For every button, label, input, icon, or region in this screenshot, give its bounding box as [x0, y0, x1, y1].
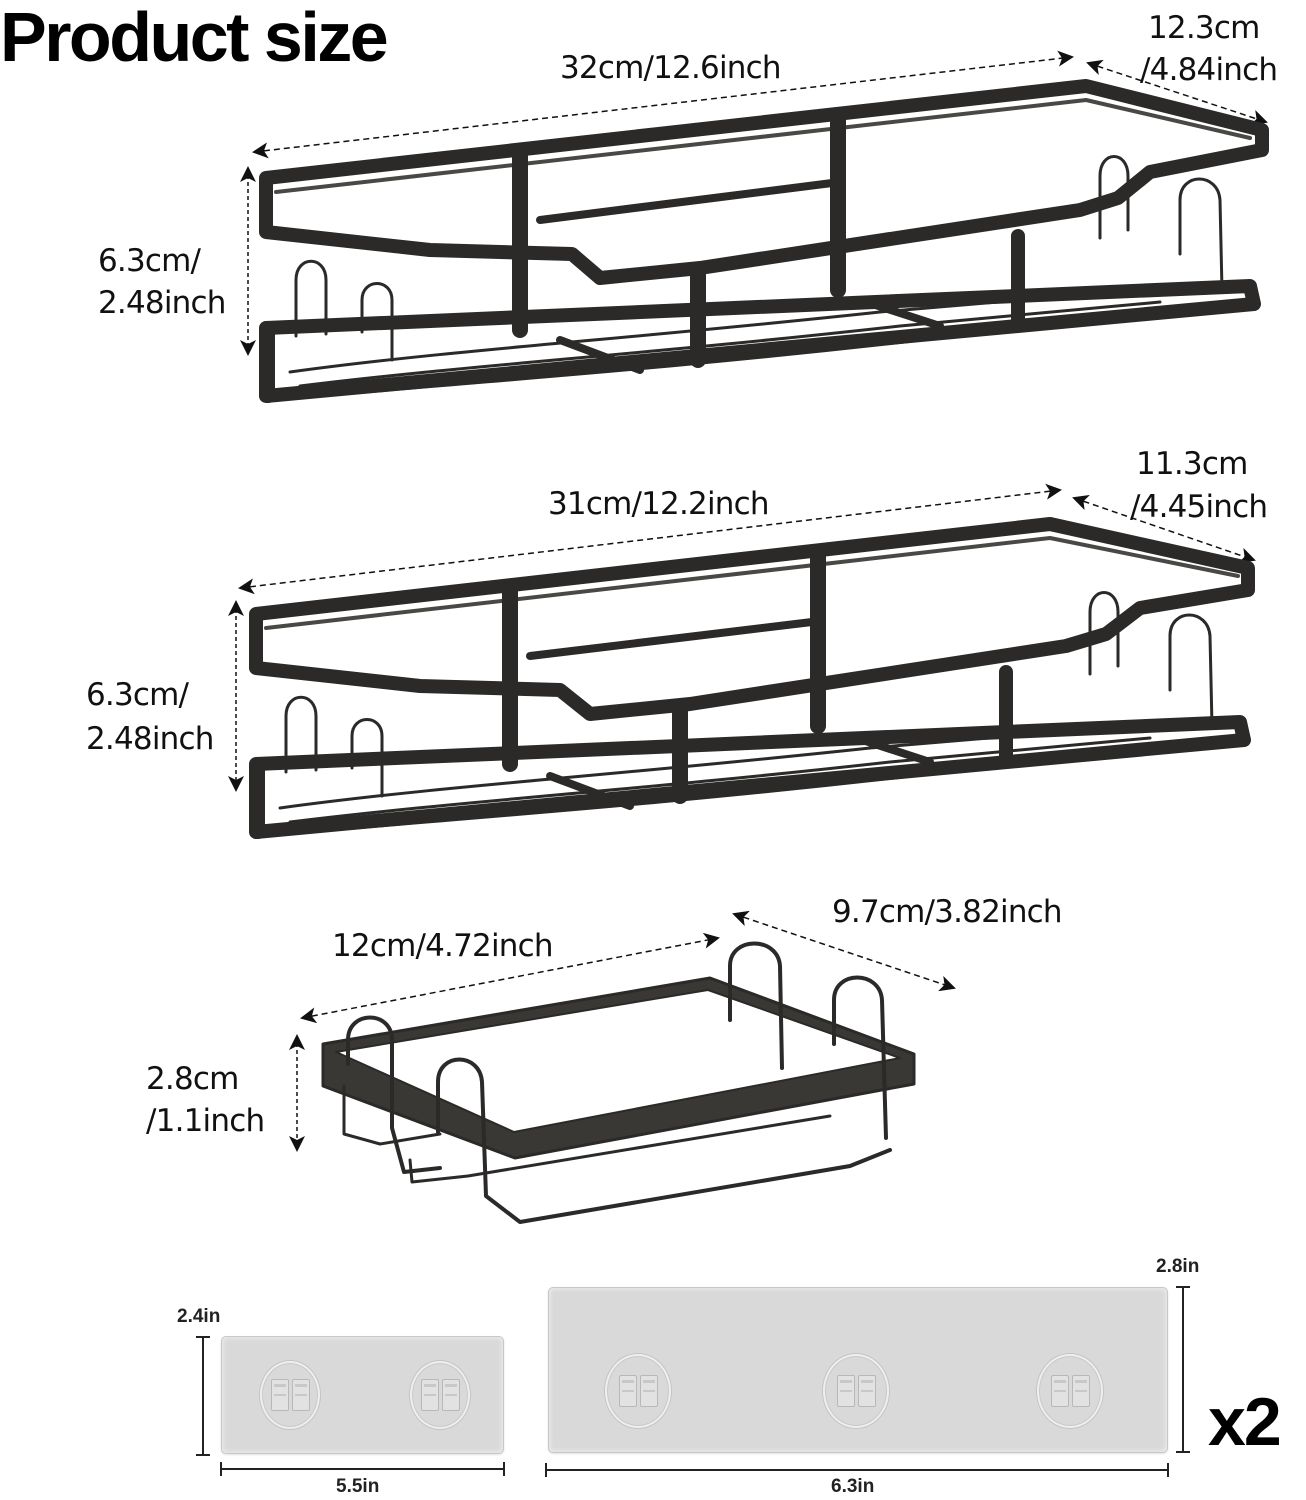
rack1-drawing	[259, 79, 1269, 403]
large-pad-height-label: 2.8in	[1156, 1256, 1200, 1277]
small-pad-width-label: 5.5in	[336, 1476, 380, 1497]
small-pad-width-line	[220, 1462, 505, 1476]
large-pad-width-line	[545, 1463, 1169, 1477]
small-pad-height-line	[196, 1336, 210, 1456]
small-adhesive-pad	[221, 1336, 504, 1454]
suction-hook-icon	[1037, 1354, 1103, 1428]
rack2-height-label-2: 2.48inch	[86, 721, 214, 757]
large-pad-height-line	[1176, 1286, 1190, 1453]
rack2-width-label-1: 11.3cm	[1136, 446, 1248, 482]
rack1-height-label-2: 2.48inch	[98, 285, 226, 321]
suction-hook-icon	[605, 1354, 671, 1428]
suction-hook-icon	[260, 1361, 320, 1429]
dish-width-dimension-line	[732, 910, 956, 992]
rack1-height-label-1: 6.3cm/	[98, 243, 201, 279]
rack2-drawing	[249, 517, 1255, 839]
quantity-label: x2	[1208, 1384, 1282, 1460]
rack2-width-dimension-line	[1072, 494, 1256, 564]
dish-length-dimension-line	[300, 932, 720, 1024]
rack2-height-label-1: 6.3cm/	[86, 677, 189, 713]
rack2-length-dimension-line	[238, 483, 1062, 595]
dish-drawing	[321, 941, 916, 1224]
rack1-width-label-1: 12.3cm	[1148, 10, 1260, 46]
suction-hook-icon	[823, 1354, 889, 1428]
dish-height-label-1: 2.8cm	[146, 1061, 239, 1097]
suction-hook-icon	[410, 1361, 470, 1429]
rack1-length-dimension-line	[252, 50, 1074, 159]
large-pad-width-label: 6.3in	[831, 1476, 875, 1497]
rack1-width-dimension-line	[1086, 59, 1268, 126]
dish-height-label-2: /1.1inch	[146, 1103, 265, 1139]
large-adhesive-pad	[548, 1287, 1168, 1453]
small-pad-height-label: 2.4in	[177, 1306, 221, 1327]
